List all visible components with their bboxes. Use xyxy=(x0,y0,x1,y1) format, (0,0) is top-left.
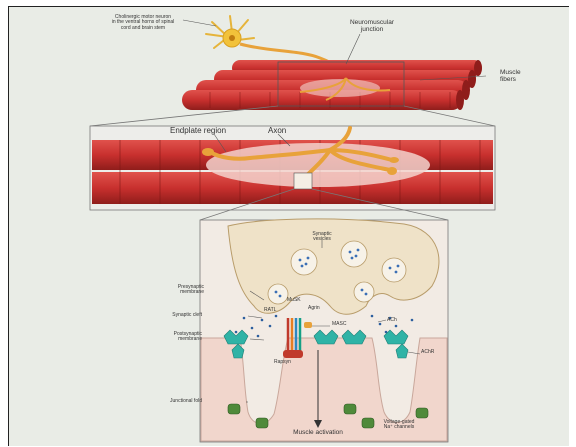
junctional-folds-label: Junctional fold xyxy=(150,399,202,404)
nmj-line-2: junction xyxy=(342,27,402,34)
axon-label: Axon xyxy=(268,127,286,135)
nmj-label: Neuromuscular junction xyxy=(342,20,402,34)
rapsyn-label: Rapsyn xyxy=(274,360,291,365)
synapse-panel xyxy=(200,219,448,442)
rapsyn-shape xyxy=(283,350,303,358)
synaptic-vesicles-label: Synaptic vesicles xyxy=(302,232,342,243)
agrin-label: Agrin xyxy=(308,306,320,311)
muscle-fibers-label: Muscle fibers xyxy=(500,70,521,84)
neuron-leader xyxy=(183,20,216,26)
vgsc-line-2: Na⁺ channels xyxy=(374,425,424,430)
endplate-label: Endplate region xyxy=(170,127,226,135)
muscle-activation-label: Muscle activation xyxy=(286,430,350,437)
nmj-leader xyxy=(346,34,360,64)
presynaptic-line-2: membrane xyxy=(156,290,204,295)
postsynaptic-label: Postsynaptic membrane xyxy=(154,332,202,343)
motor-neuron-line-3: cord and brain stem xyxy=(101,26,185,31)
achr-label: AChR xyxy=(421,350,434,355)
vesicles-line-2: vesicles xyxy=(302,237,342,242)
postsynaptic-line-2: membrane xyxy=(154,337,202,342)
motor-neuron-label: Cholinergic motor neuron in the ventral … xyxy=(101,15,185,31)
ach-label: ACh xyxy=(387,318,397,323)
musk-label: MuSK xyxy=(287,298,301,303)
vgsc-label: Voltage-gated Na⁺ channels xyxy=(374,420,424,431)
ratl-label: RATL xyxy=(264,308,276,313)
synaptic-cleft-label: Synaptic cleft xyxy=(154,313,202,318)
presynaptic-label: Presynaptic membrane xyxy=(156,285,204,296)
muscle-fibers xyxy=(182,60,482,110)
muscle-line-2: fibers xyxy=(500,77,521,84)
masc-label: MASC xyxy=(332,322,346,327)
endplate-panel xyxy=(90,126,495,210)
